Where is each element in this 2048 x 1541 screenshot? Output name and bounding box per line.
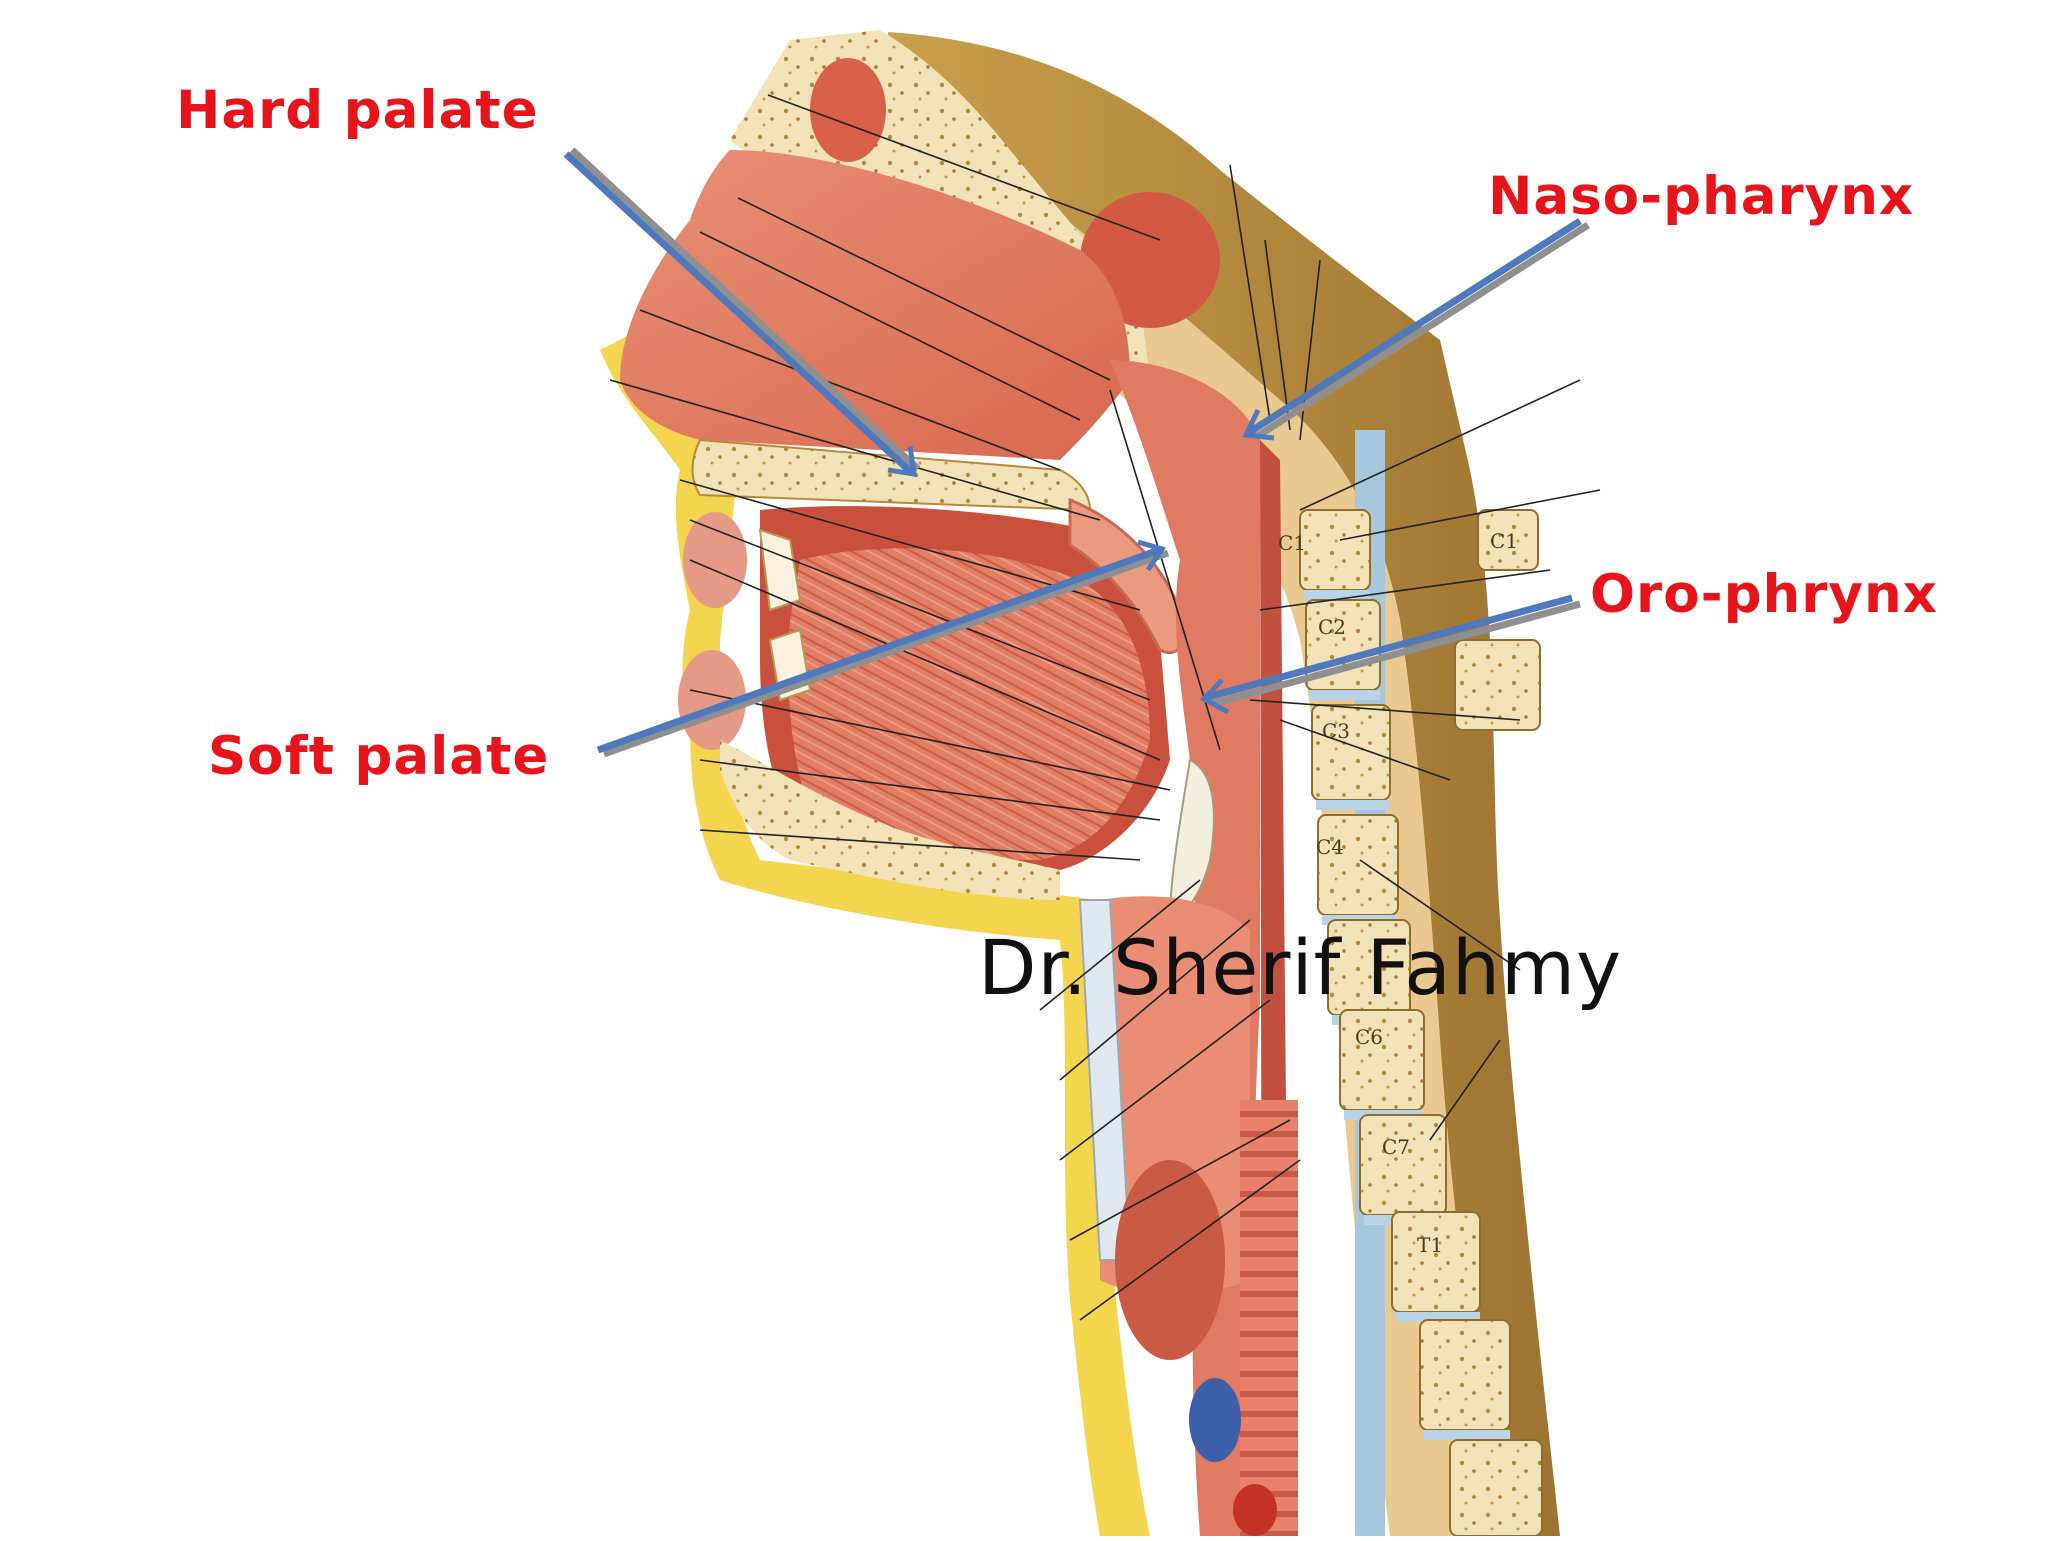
posterior-skin-band (888, 32, 1560, 1536)
arrow-oro-pharynx (1199, 594, 1581, 715)
vertebra-label-c1: C1 (1278, 531, 1306, 555)
vertebra-label-c6: C6 (1355, 1025, 1383, 1049)
intervertebral-disc (1316, 800, 1390, 810)
arrow-naso-pharynx (1242, 218, 1590, 441)
vertebra-label-t1: T1 (1417, 1233, 1443, 1257)
vertebra-label-c4: C4 (1316, 835, 1344, 859)
intervertebral-disc (1304, 590, 1370, 600)
label-soft-palate: Soft palate (208, 726, 550, 787)
upper-incisor (758, 528, 802, 612)
frontal-sinus (810, 58, 886, 162)
thyroid-gland (1115, 1160, 1225, 1360)
intervertebral-disc (1396, 1312, 1480, 1322)
watermark-text: Dr. Sherif Fahmy (978, 923, 1623, 1012)
posterior-arch-c2 (1454, 639, 1541, 731)
arrow-soft-palate (596, 539, 1170, 758)
trachea (1240, 1100, 1298, 1536)
arrow-hard-palate (563, 147, 921, 477)
aortic-arch-vessel (1233, 1484, 1277, 1536)
vertebral-column (1299, 430, 1543, 1537)
label-naso-pharynx: Naso-pharynx (1488, 166, 1915, 227)
mandible (720, 740, 1060, 900)
intervertebral-disc (1310, 690, 1380, 700)
label-hard-palate: Hard palate (176, 80, 539, 141)
vertebra-label-c2: C2 (1318, 615, 1346, 639)
leader-lines (609, 94, 1601, 1321)
vertebra-label-c7: C7 (1382, 1135, 1410, 1159)
intervertebral-disc (1424, 1430, 1510, 1440)
brachiocephalic-vessel (1189, 1378, 1241, 1462)
posterior-arch-c1 (1477, 509, 1539, 571)
sphenoid-sinus (1080, 192, 1220, 328)
tongue (788, 548, 1150, 860)
label-oro-pharynx: Oro-phrynx (1590, 564, 1938, 625)
vertebra-label-c1-posterior: C1 (1490, 529, 1518, 553)
